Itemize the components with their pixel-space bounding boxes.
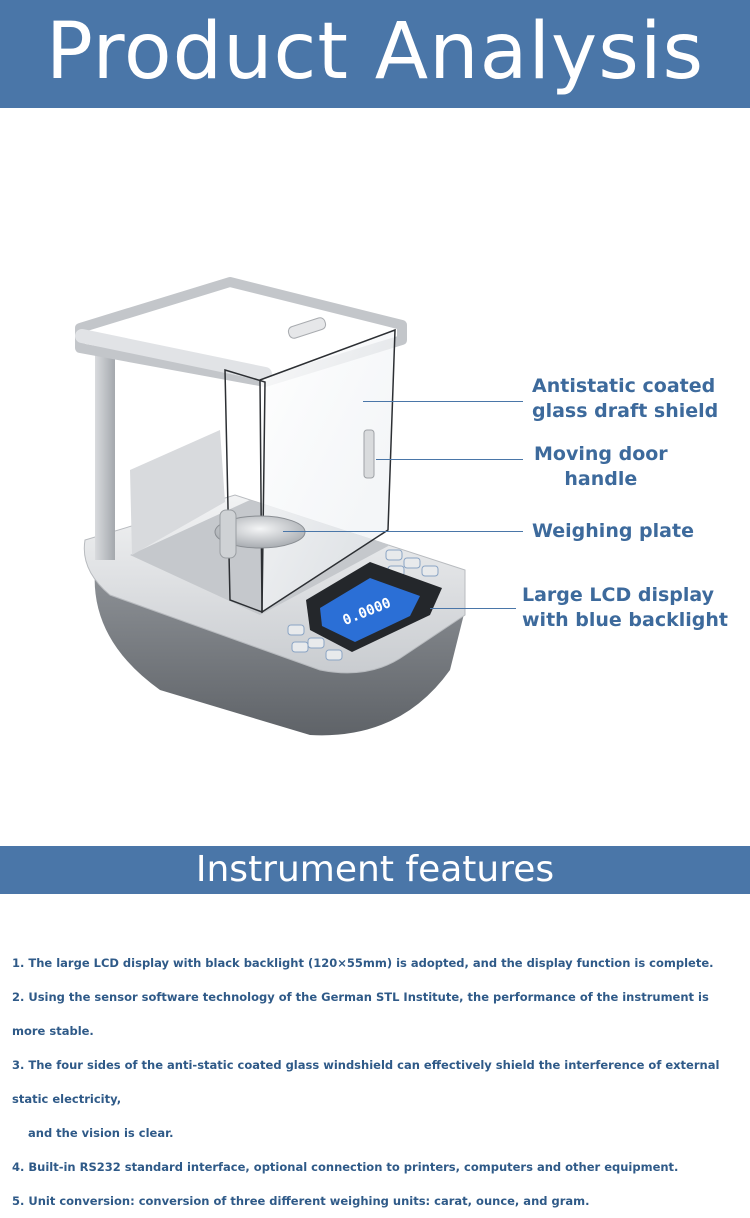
callout-text: Large LCD display [522, 584, 714, 606]
leader-line-lcd-display [430, 608, 516, 609]
feature-text: 1. The large LCD display with black back… [12, 956, 714, 970]
feature-item: 4. Built-in RS232 standard interface, op… [12, 1150, 742, 1184]
feature-item: 5. Unit conversion: conversion of three … [12, 1184, 742, 1218]
leader-line-door-handle [376, 459, 523, 460]
callout-lcd-display: Large LCD display with blue backlight [522, 583, 728, 633]
feature-text: 5. Unit conversion: conversion of three … [12, 1194, 590, 1208]
analytical-balance-image: 0.0000 [75, 277, 466, 736]
callout-text: with blue backlight [522, 609, 728, 631]
callout-text: glass draft shield [532, 400, 719, 422]
leader-line-weighing-plate [283, 531, 523, 532]
feature-text: 2. Using the sensor software technology … [12, 990, 709, 1038]
feature-text-continued: and the vision is clear. [28, 1126, 174, 1140]
callout-text: Weighing plate [532, 520, 694, 542]
callout-weighing-plate: Weighing plate [532, 519, 694, 544]
callout-draft-shield: Antistatic coated glass draft shield [532, 374, 718, 424]
features-title: Instrument features [195, 849, 555, 890]
callout-door-handle: Moving door handle [534, 442, 668, 492]
callout-text: handle [564, 468, 638, 490]
feature-text: 4. Built-in RS232 standard interface, op… [12, 1160, 679, 1174]
features-banner: Instrument features [0, 846, 750, 894]
feature-item: 2. Using the sensor software technology … [12, 980, 742, 1048]
callout-text: Antistatic coated [532, 375, 716, 397]
callout-text: Moving door [534, 443, 668, 465]
feature-item: 1. The large LCD display with black back… [12, 946, 742, 980]
leader-line-draft-shield [363, 401, 523, 402]
header-banner: Product Analysis [0, 0, 750, 108]
page-title: Product Analysis [45, 7, 705, 97]
feature-item: 3. The four sides of the anti-static coa… [12, 1048, 742, 1150]
feature-text: 3. The four sides of the anti-static coa… [12, 1058, 720, 1106]
features-list: 1. The large LCD display with black back… [12, 946, 742, 1218]
